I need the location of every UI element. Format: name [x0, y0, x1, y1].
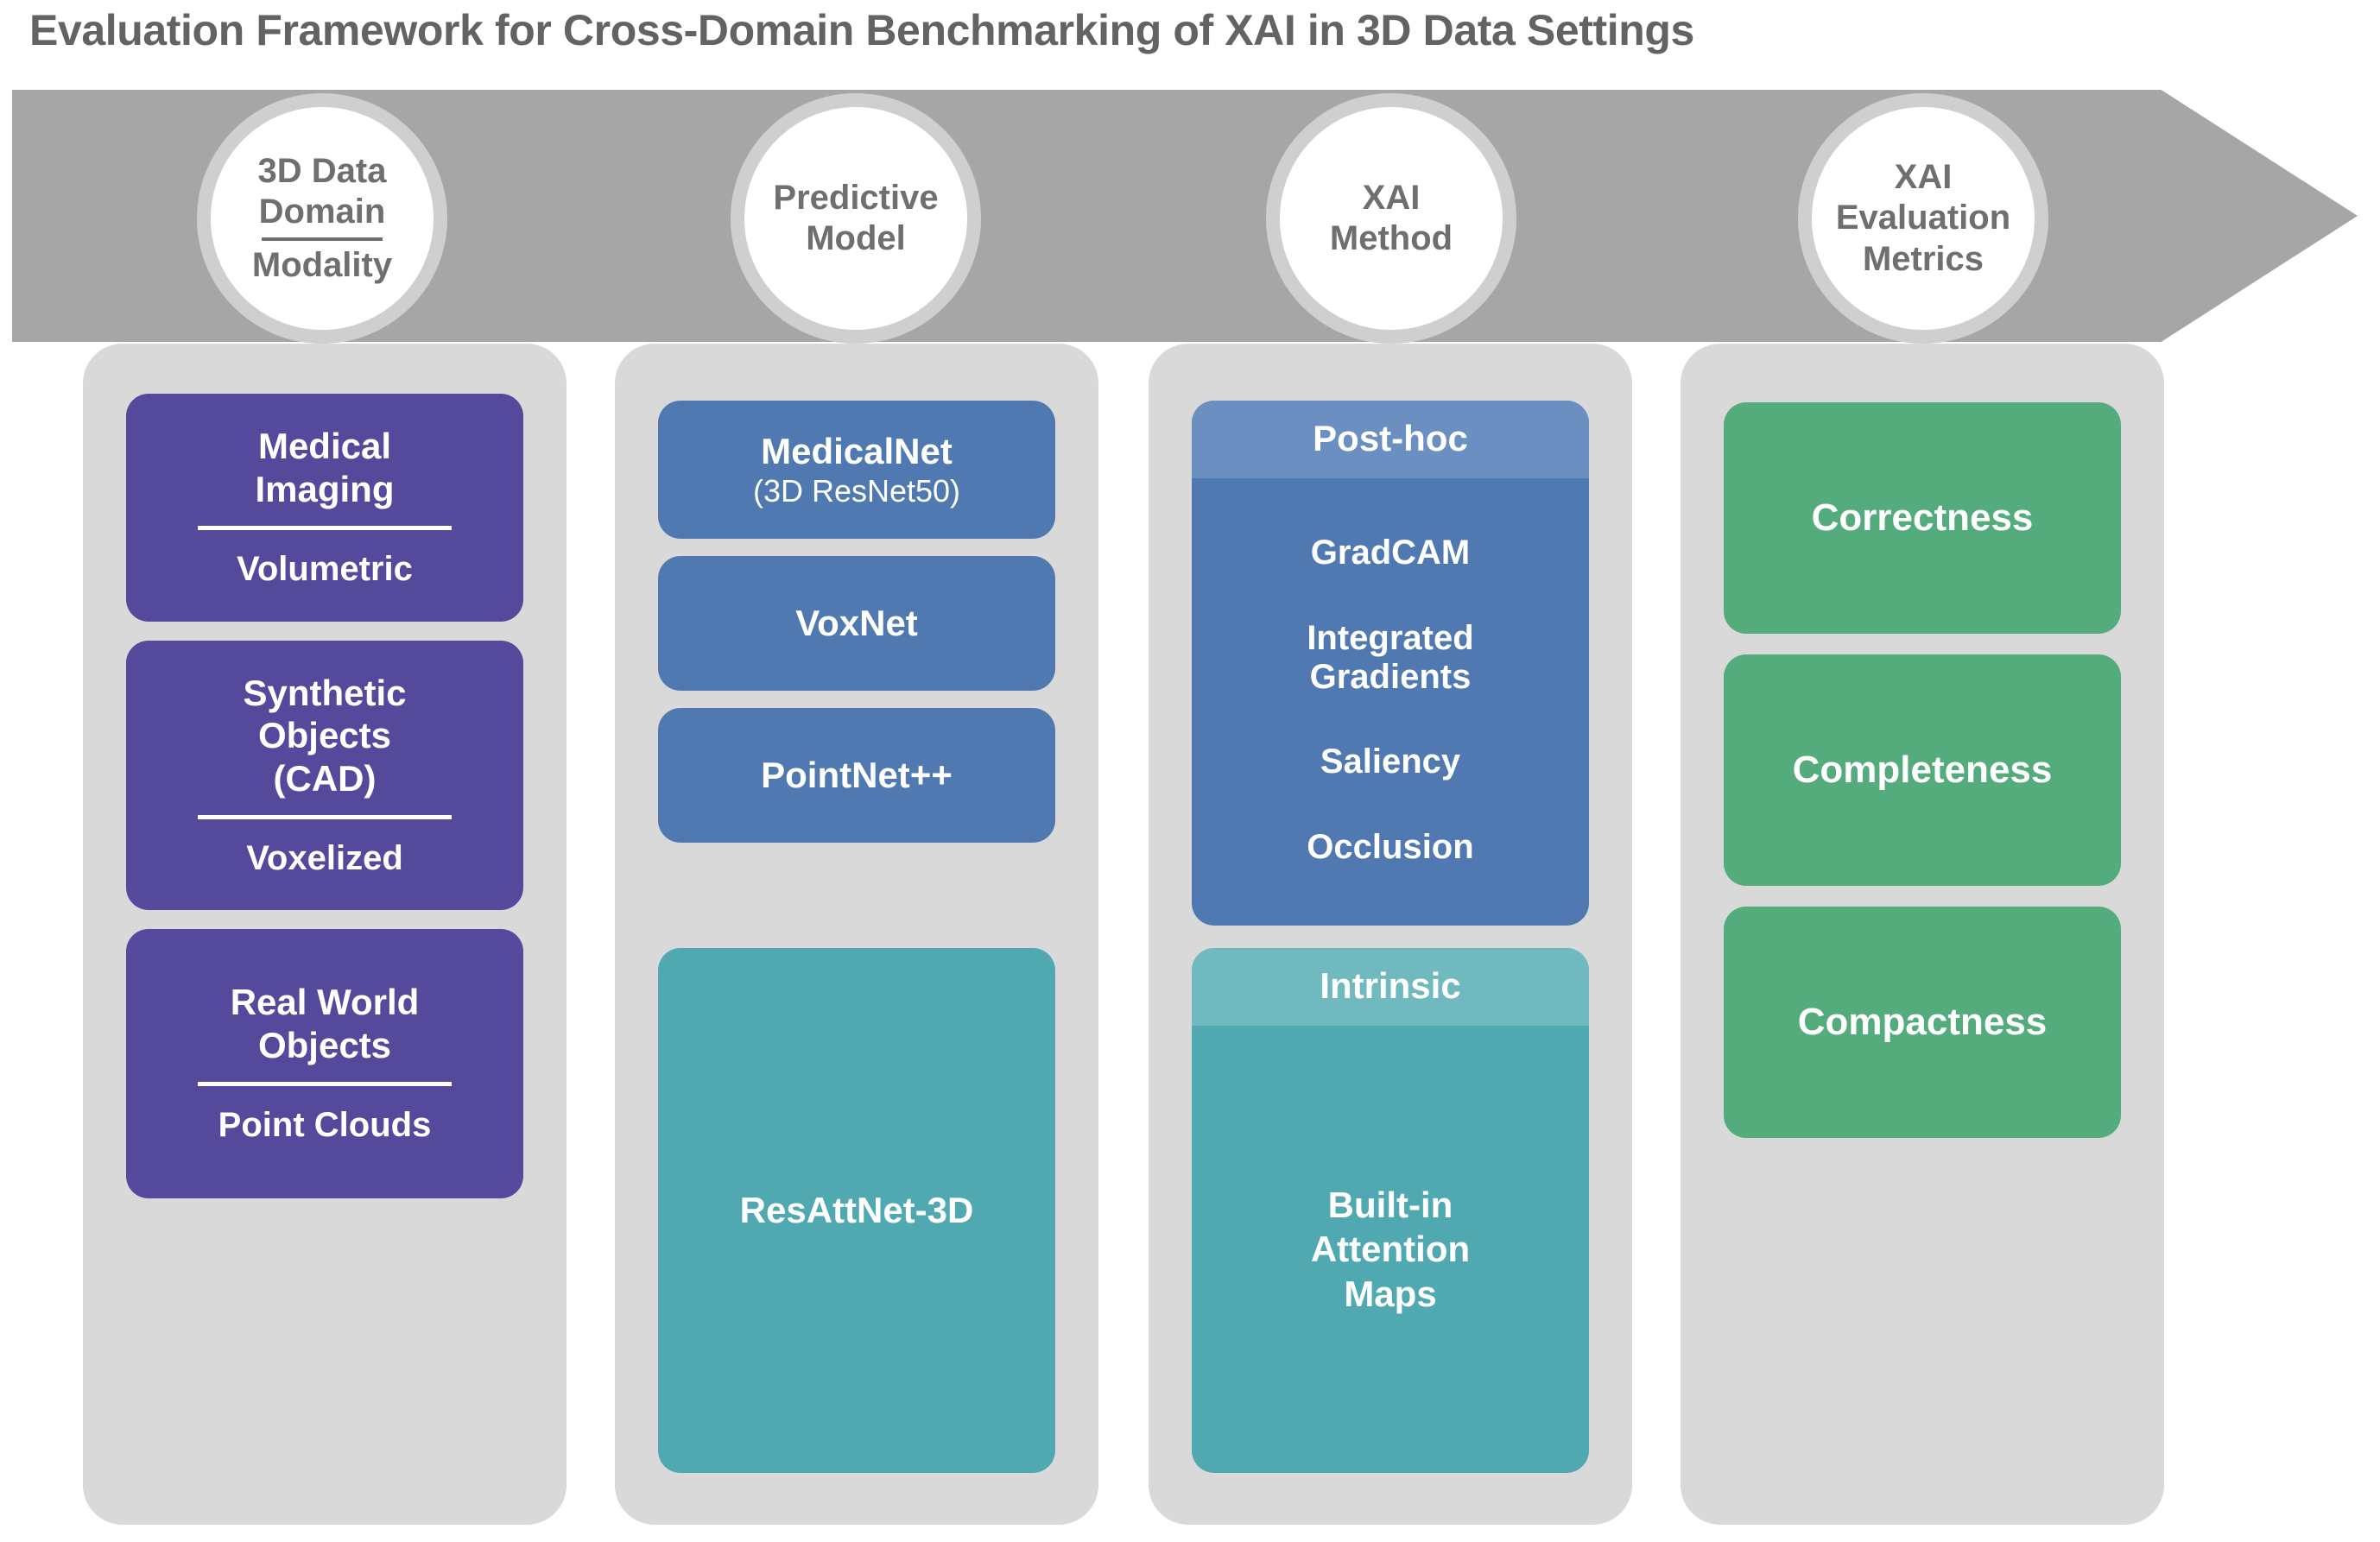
stage-line-1: XAI: [1894, 158, 1953, 197]
stage-circle-predictive-model[interactable]: Predictive Model: [731, 93, 981, 344]
node-title: Synthetic Objects (CAD): [243, 672, 406, 800]
node-synthetic-objects-cad[interactable]: Synthetic Objects (CAD) Voxelized: [126, 641, 523, 910]
process-arrow: [12, 90, 2358, 342]
node-title: Real World Objects: [231, 981, 420, 1066]
group-header-post-hoc: Post-hoc: [1192, 401, 1589, 478]
stage-line-2: Model: [806, 219, 906, 257]
stage-circle-data-domain[interactable]: 3D Data Domain Modality: [197, 93, 447, 344]
group-item-line-2: Attention: [1310, 1229, 1471, 1270]
node-metric-correctness[interactable]: Correctness: [1724, 402, 2121, 634]
group-header-intrinsic: Intrinsic: [1192, 948, 1589, 1026]
node-model-name: ResAttNet-3D: [739, 1190, 974, 1231]
node-title-line-2: Objects: [257, 1024, 392, 1065]
stage-line-1: 3D Data: [257, 152, 387, 191]
stage-line-2: Method: [1329, 219, 1453, 257]
page-title: Evaluation Framework for Cross-Domain Be…: [29, 6, 1694, 54]
node-group-post-hoc[interactable]: Post-hoc GradCAM Integrated Gradients Sa…: [1192, 401, 1589, 926]
node-real-world-objects[interactable]: Real World Objects Point Clouds: [126, 929, 523, 1198]
stage-line-1: Predictive: [773, 178, 939, 217]
node-metric-label: Correctness: [1811, 496, 2034, 540]
group-items-intrinsic: Built-in Attention Maps: [1192, 1026, 1589, 1473]
stage-line-3: Modality: [251, 245, 393, 284]
node-resattnet-3d[interactable]: ResAttNet-3D: [658, 948, 1055, 1473]
node-title-line-1: Medical: [257, 426, 392, 467]
node-title-line-2: Imaging: [255, 468, 395, 509]
group-item-builtin-attention-maps[interactable]: Built-in Attention Maps: [1311, 1183, 1470, 1316]
node-model-name: PointNet++: [761, 755, 953, 796]
node-modality: Voxelized: [246, 839, 403, 878]
stage-label-predictive-model: Predictive Model: [773, 178, 938, 259]
stage-circle-xai-method[interactable]: XAI Method: [1266, 93, 1516, 344]
stage-line-2: Domain: [258, 193, 386, 231]
node-pointnet-plus-plus[interactable]: PointNet++: [658, 708, 1055, 843]
stage-circle-xai-evaluation-metrics[interactable]: XAI Evaluation Metrics: [1798, 93, 2048, 344]
group-item-gradcam[interactable]: GradCAM: [1310, 534, 1471, 572]
fraction-divider: [262, 237, 383, 241]
group-item-line-2: Gradients: [1309, 657, 1472, 696]
node-metric-label: Completeness: [1792, 749, 2053, 792]
group-item-line-1: Integrated: [1307, 618, 1474, 657]
node-medicalnet[interactable]: MedicalNet (3D ResNet50): [658, 401, 1055, 539]
arrow-shape: [12, 90, 2358, 342]
node-divider: [197, 815, 453, 820]
group-item-integrated-gradients[interactable]: Integrated Gradients: [1307, 619, 1473, 697]
stage-label-data-domain: 3D Data Domain Modality: [252, 151, 392, 286]
node-metric-compactness[interactable]: Compactness: [1724, 907, 2121, 1138]
node-model-name: MedicalNet: [761, 430, 953, 471]
node-title: Medical Imaging: [255, 425, 394, 510]
node-title-line-3: (CAD): [273, 757, 377, 799]
node-group-intrinsic[interactable]: Intrinsic Built-in Attention Maps: [1192, 948, 1589, 1473]
node-title-line-1: Synthetic: [243, 672, 407, 713]
group-item-line-1: Built-in: [1327, 1185, 1453, 1226]
node-title-line-1: Real World: [230, 982, 420, 1023]
node-metric-completeness[interactable]: Completeness: [1724, 654, 2121, 886]
stage-label-xai-evaluation-metrics: XAI Evaluation Metrics: [1836, 157, 2010, 280]
node-divider: [197, 1082, 453, 1087]
node-metric-label: Compactness: [1797, 1001, 2048, 1044]
stage-line-3: Metrics: [1862, 239, 1984, 278]
stage-line-2: Evaluation: [1835, 199, 2011, 237]
node-modality: Point Clouds: [218, 1106, 432, 1145]
stage-label-xai-method: XAI Method: [1330, 178, 1453, 259]
node-model-name: VoxNet: [795, 603, 918, 644]
node-divider: [197, 526, 453, 531]
group-item-line-3: Maps: [1344, 1273, 1437, 1314]
stage-line-1: XAI: [1362, 178, 1421, 217]
node-model-sub: (3D ResNet50): [752, 472, 961, 509]
node-title-line-2: Objects: [257, 715, 392, 756]
node-medical-imaging[interactable]: Medical Imaging Volumetric: [126, 394, 523, 622]
group-item-occlusion[interactable]: Occlusion: [1307, 828, 1474, 867]
node-voxnet[interactable]: VoxNet: [658, 556, 1055, 691]
group-items-post-hoc: GradCAM Integrated Gradients Saliency Oc…: [1192, 478, 1589, 926]
node-modality: Volumetric: [237, 550, 413, 589]
group-item-saliency[interactable]: Saliency: [1320, 743, 1461, 781]
